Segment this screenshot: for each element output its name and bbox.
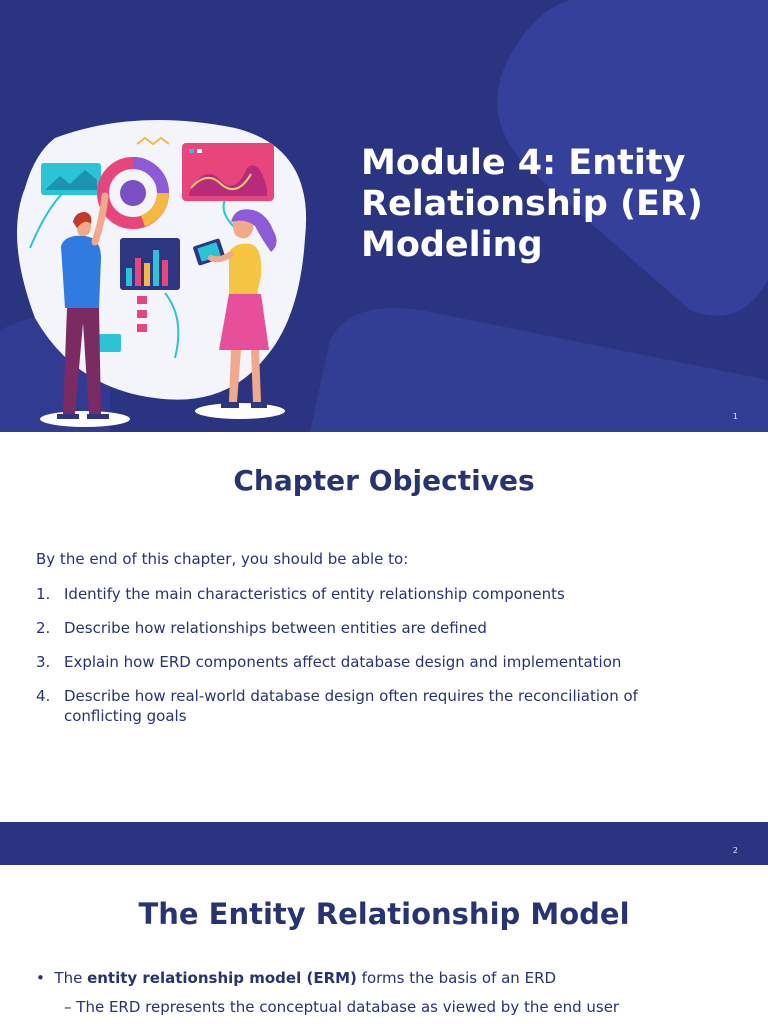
list-text: Explain how ERD components affect databa…: [64, 653, 622, 671]
background-shapes: [0, 0, 768, 432]
list-number: 4.: [36, 687, 51, 705]
slide-title: Module 4: Entity Relationship (ER) Model…: [361, 143, 703, 265]
erm-slide: The Entity Relationship Model • The enti…: [0, 865, 768, 1024]
bullet-suffix: forms the basis of an ERD: [356, 969, 557, 987]
list-text: Describe how relationships between entit…: [64, 619, 487, 637]
list-item: 2. Describe how relationships between en…: [36, 618, 716, 638]
list-item: 1. Identify the main characteristics of …: [36, 584, 716, 604]
bullet-marker: •: [36, 969, 45, 987]
list-number: 2.: [36, 619, 51, 637]
list-number: 3.: [36, 653, 51, 671]
slide-footer-band: 2: [0, 822, 768, 865]
bullet-point: • The entity relationship model (ERM) fo…: [36, 969, 556, 987]
bullet-bold-term: entity relationship model (ERM): [87, 969, 357, 987]
list-number: 1.: [36, 585, 51, 603]
sub-bullet-text: The ERD represents the conceptual databa…: [76, 998, 620, 1016]
list-item: 3. Explain how ERD components affect dat…: [36, 652, 716, 672]
data-analysts-illustration: [17, 120, 307, 427]
sub-bullet-marker: –: [64, 998, 72, 1016]
slide-number: 1: [732, 412, 738, 421]
slide-number: 2: [732, 846, 738, 855]
list-text: Identify the main characteristics of ent…: [64, 585, 565, 603]
list-text: Describe how real-world database design …: [64, 687, 638, 725]
list-item: 4. Describe how real-world database desi…: [36, 686, 716, 726]
slide-title: Chapter Objectives: [233, 464, 535, 497]
sub-bullet-point: – The ERD represents the conceptual data…: [64, 998, 619, 1016]
title-slide: Module 4: Entity Relationship (ER) Model…: [0, 0, 768, 432]
objectives-list: 1. Identify the main characteristics of …: [36, 584, 716, 726]
intro-text: By the end of this chapter, you should b…: [36, 550, 409, 568]
bullet-prefix: The: [54, 969, 88, 987]
slide-title: The Entity Relationship Model: [138, 897, 630, 931]
objectives-slide: Chapter Objectives By the end of this ch…: [0, 432, 768, 822]
